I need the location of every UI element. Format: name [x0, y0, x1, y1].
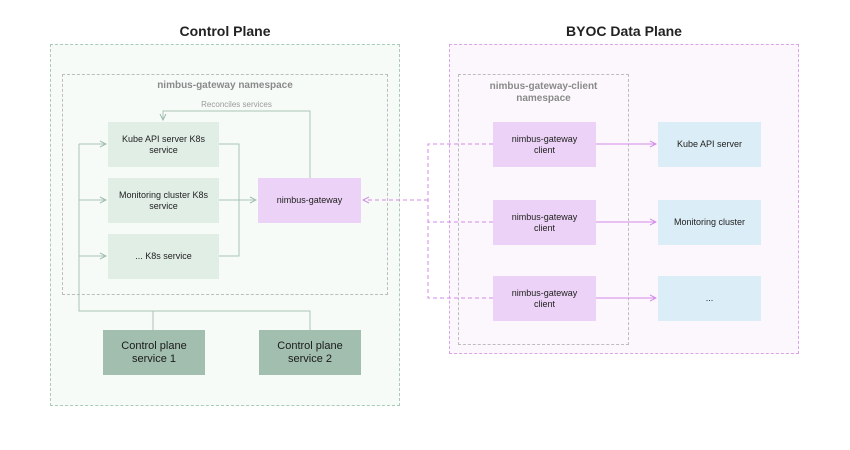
cp-service1-line [78, 144, 154, 330]
other-target: ... [658, 276, 761, 321]
reconciles-services-label: Reconciles services [201, 100, 272, 109]
service3-to-gateway-line [219, 200, 240, 257]
control-plane-title: Control Plane [179, 23, 271, 39]
client-namespace-region [458, 74, 629, 345]
control-plane-service-2: Control plane service 2 [259, 330, 361, 375]
control-plane-service-1: Control plane service 1 [103, 330, 205, 375]
nimbus-gateway-node: nimbus-gateway [258, 178, 361, 223]
kube-api-server-target: Kube API server [658, 122, 761, 167]
reconcile-line [163, 110, 311, 178]
gateway-namespace-label: nimbus-gateway namespace [157, 80, 293, 91]
service1-to-gateway-line [219, 143, 256, 201]
other-k8s-service: ... K8s service [108, 234, 219, 279]
gateway-client-2: nimbus-gateway client [493, 200, 596, 245]
client-namespace-label: nimbus-gateway-client namespace [489, 81, 598, 104]
gateway-namespace-region [62, 74, 388, 295]
monitoring-k8s-service: Monitoring cluster K8s service [108, 178, 219, 223]
gateway-client-3: nimbus-gateway client [493, 276, 596, 321]
tunnel-line [427, 143, 493, 299]
monitoring-cluster-target: Monitoring cluster [658, 200, 761, 245]
cp-service2-line [153, 310, 311, 330]
data-plane-title: BYOC Data Plane [566, 23, 682, 39]
kube-api-k8s-service: Kube API server K8s service [108, 122, 219, 167]
gateway-client-1: nimbus-gateway client [493, 122, 596, 167]
